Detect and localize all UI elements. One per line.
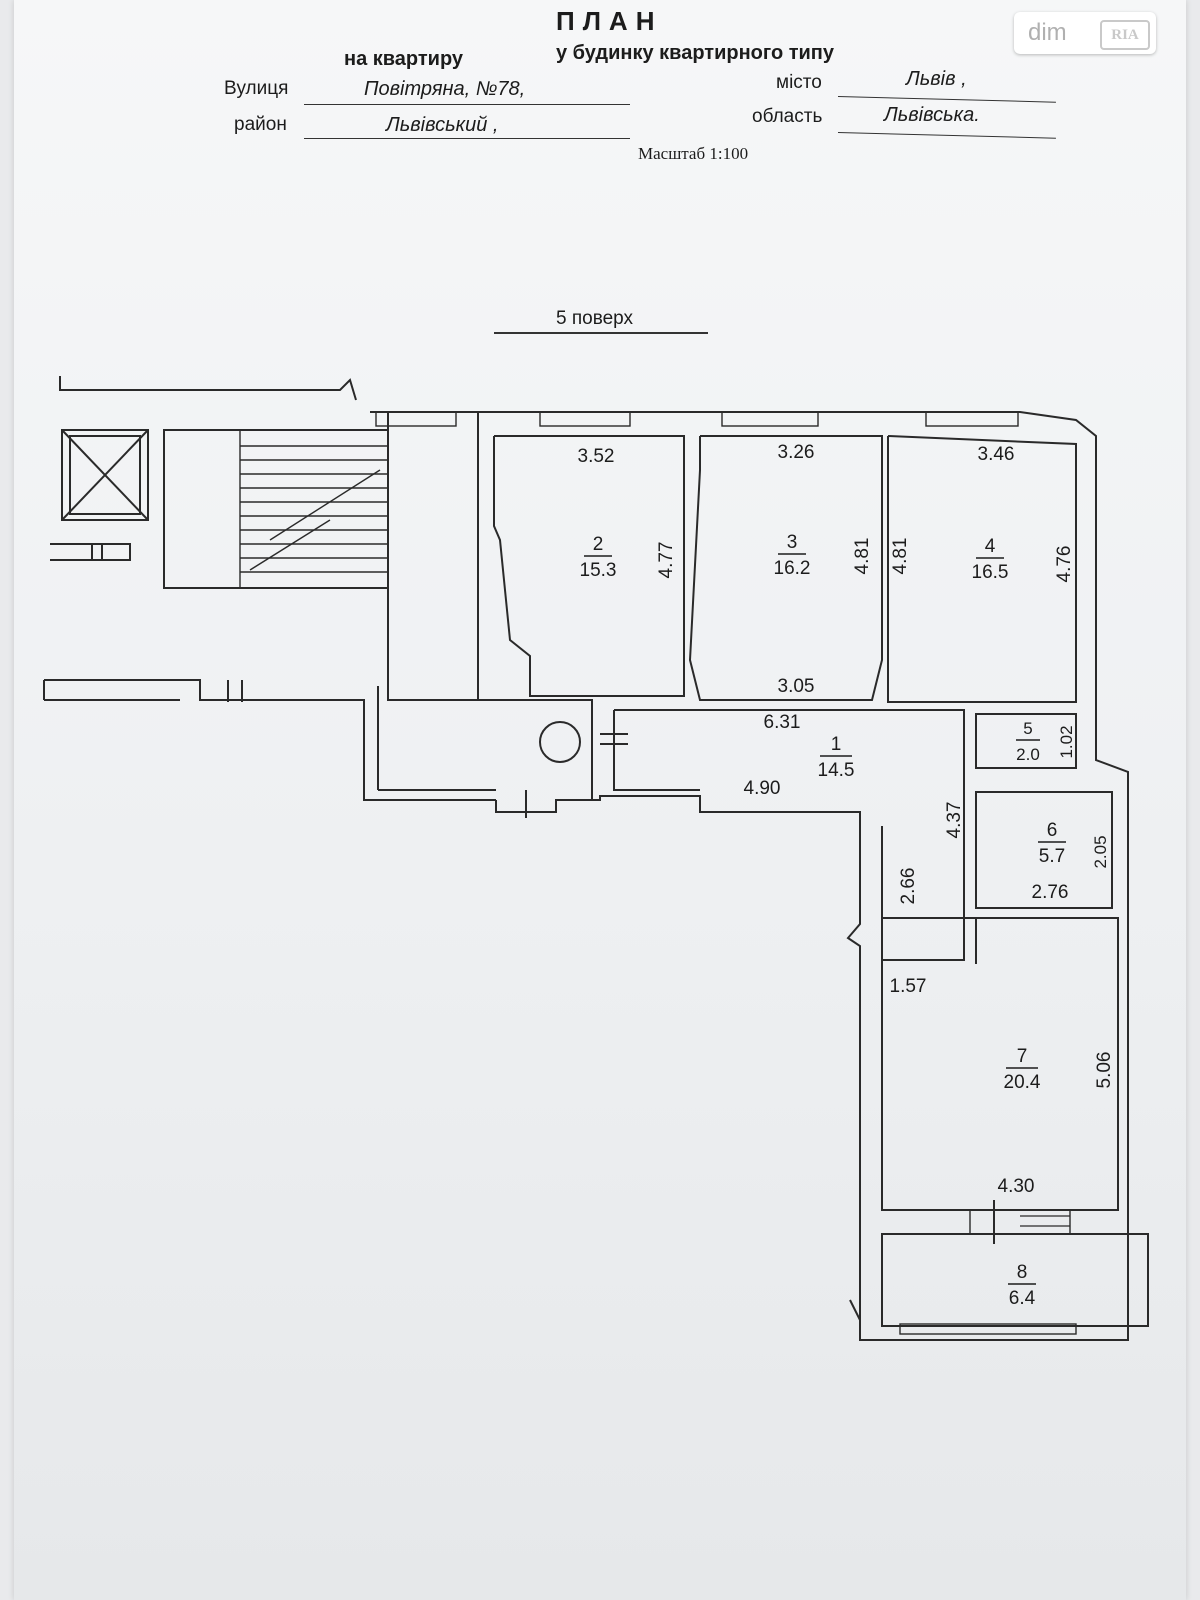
dimria-logo-dim: dim: [1028, 19, 1067, 46]
plan-subtitle-right: у будинку квартирного типу: [556, 42, 835, 64]
room-8-number: 8: [1017, 1262, 1028, 1283]
corridor-wall-upper: [44, 679, 496, 801]
room-2-number: 2: [593, 534, 604, 555]
ventilation-circle: [539, 721, 581, 763]
room-1-number: 1: [831, 734, 842, 755]
room-3-outline: [688, 435, 883, 701]
floor-underline: [494, 332, 708, 334]
dim-corridor-bottom: 1.57: [890, 976, 927, 997]
dimria-logo: dim RIA: [1014, 12, 1156, 54]
inner-wall-hall: [387, 412, 479, 701]
room-3-number: 3: [787, 532, 798, 553]
floor-label: 5 поверх: [556, 308, 634, 329]
plan-title: ПЛАН: [556, 6, 663, 36]
dim-r4-depth-left: 4.81: [890, 538, 911, 575]
street-label: Вулиця: [224, 78, 289, 99]
room-5-number: 5: [1023, 719, 1032, 738]
dim-r6-width: 2.76: [1032, 882, 1069, 903]
district-value: Львівський ,: [386, 114, 499, 136]
dim-r3-bottom: 3.05: [778, 676, 815, 697]
dim-r1-bottom: 4.90: [744, 778, 781, 799]
stair-well: [163, 429, 389, 589]
room-7-outline: [881, 917, 1119, 1211]
room-6-area: 5.7: [1039, 846, 1065, 867]
room-2-area: 15.3: [580, 560, 617, 581]
room-1-area: 14.5: [818, 760, 855, 781]
dim-r3-depth: 4.81: [852, 538, 873, 575]
room-4-outline: [887, 435, 1077, 703]
district-underline: [304, 138, 630, 139]
region-label: область: [752, 106, 823, 127]
district-label: район: [234, 114, 287, 135]
dim-corridor-side: 2.66: [898, 868, 919, 905]
room-2-outline: [493, 435, 685, 697]
city-label: місто: [776, 72, 822, 93]
room-5-outline: [975, 713, 1077, 769]
room-6-outline: [975, 791, 1113, 909]
corridor-wall-lower: [495, 795, 861, 1320]
dim-r7-width: 4.30: [998, 1176, 1035, 1197]
dim-r6-depth: 2.05: [1091, 835, 1110, 868]
dim-r1-side: 4.37: [944, 802, 965, 839]
street-underline: [304, 104, 630, 105]
elevator-shaft: [61, 429, 149, 521]
region-value: Львівська.: [884, 104, 980, 126]
street-value: Повітряна, №78,: [364, 78, 526, 100]
dim-r1-top: 6.31: [764, 712, 801, 733]
dim-r2-depth: 4.77: [656, 542, 677, 579]
room-4-number: 4: [985, 536, 996, 557]
room-7-area: 20.4: [1004, 1072, 1041, 1093]
dimria-logo-ria: RIA: [1100, 20, 1150, 50]
dim-r3-width: 3.26: [778, 442, 815, 463]
dim-r2-width: 3.52: [578, 446, 615, 467]
outer-wall-right: [370, 411, 1129, 1341]
room-8-outline: [881, 1233, 1149, 1327]
dim-r4-width: 3.46: [978, 444, 1015, 465]
scale-label: Масштаб 1:100: [638, 144, 749, 163]
plan-subtitle-left: на квартиру: [344, 48, 464, 70]
room-4-area: 16.5: [972, 562, 1009, 583]
room-5-area: 2.0: [1016, 745, 1040, 764]
city-value: Львів ,: [906, 68, 967, 90]
dim-r7-depth: 5.06: [1094, 1052, 1115, 1089]
dim-r4-depth-right: 4.76: [1054, 546, 1075, 583]
dim-r5-depth: 1.02: [1057, 725, 1076, 758]
room-7-number: 7: [1017, 1046, 1028, 1067]
room-6-number: 6: [1047, 820, 1058, 841]
top-edge-wall: [59, 376, 357, 401]
room-3-area: 16.2: [774, 558, 811, 579]
room-8-area: 6.4: [1009, 1288, 1036, 1309]
room-1-outline: [614, 709, 965, 961]
